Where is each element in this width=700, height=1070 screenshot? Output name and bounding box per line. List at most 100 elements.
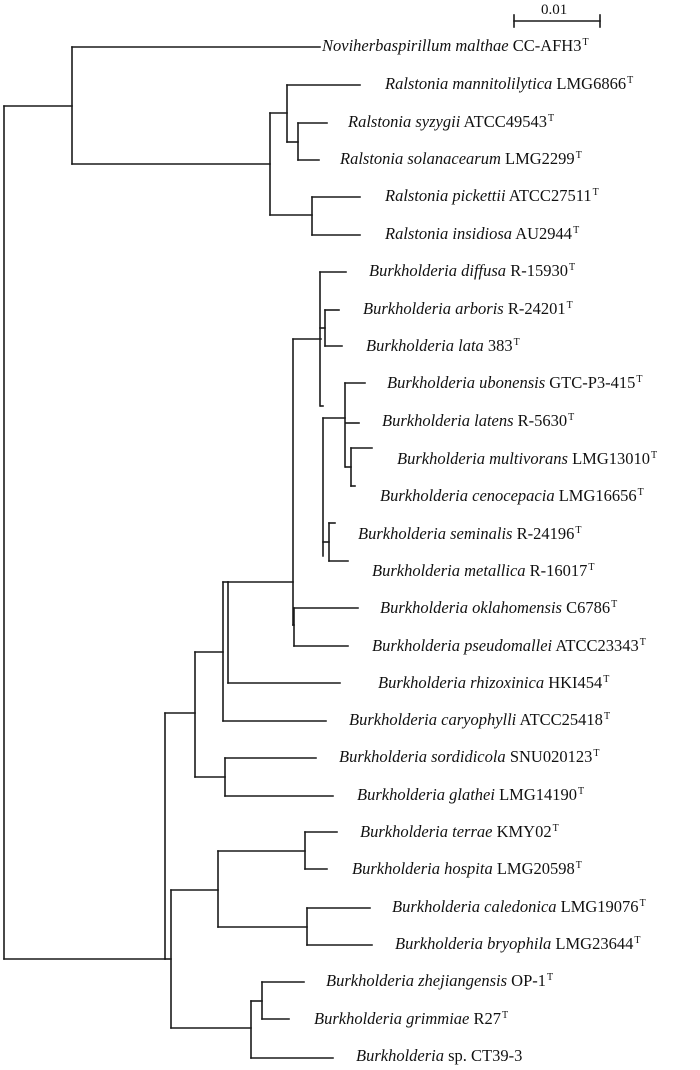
type-strain-marker: T [636, 373, 643, 385]
tree-branches [3, 46, 373, 1059]
taxon-genus: Ralstonia [385, 185, 449, 205]
taxon-strain: GTC-P3-415 [549, 372, 636, 392]
taxon-epithet: hospita [444, 858, 493, 878]
taxon-label-bsem: Burkholderia seminalis R-24196T [358, 523, 582, 543]
type-strain-marker: T [573, 224, 580, 236]
taxon-genus: Burkholderia [352, 858, 440, 878]
taxon-label-blte: Burkholderia latens R-5630T [382, 410, 574, 430]
taxon-epithet: pseudomallei [464, 635, 553, 655]
taxon-strain: OP-1 [511, 970, 547, 990]
taxon-epithet: zhejiangensis [418, 970, 508, 990]
taxon-strain: SNU020123 [509, 746, 593, 766]
type-strain-marker: T [566, 299, 573, 311]
taxon-strain: CC-AFH3 [512, 35, 582, 55]
taxon-strain: R-16017 [529, 560, 588, 580]
taxon-genus: Ralstonia [348, 111, 412, 131]
taxon-strain: ATCC27511 [508, 185, 592, 205]
taxon-strain: HKI454 [548, 672, 603, 692]
taxon-epithet: syzygii [415, 111, 461, 131]
taxon-genus: Burkholderia [369, 260, 457, 280]
type-strain-marker: T [547, 971, 554, 983]
taxon-label-bsp: Burkholderia sp. CT39-3 [356, 1045, 522, 1065]
type-strain-marker: T [513, 336, 520, 348]
taxon-strain: R-24196 [516, 523, 575, 543]
taxon-label-bmet: Burkholderia metallica R-16017T [372, 560, 595, 580]
taxon-label-bcar: Burkholderia caryophylli ATCC25418T [349, 709, 611, 729]
type-strain-marker: T [575, 524, 582, 536]
taxon-label-bgri: Burkholderia grimmiae R27T [314, 1008, 508, 1028]
taxon-epithet: bryophila [487, 933, 552, 953]
taxon-epithet: seminalis [450, 523, 513, 543]
taxon-epithet: terrae [452, 821, 493, 841]
taxon-epithet: malthae [455, 35, 509, 55]
taxon-genus: Burkholderia [397, 448, 485, 468]
taxon-genus: Burkholderia [395, 933, 483, 953]
taxon-strain: ATCC49543 [463, 111, 547, 131]
taxon-epithet: grimmiae [406, 1008, 470, 1028]
taxon-label-bdif: Burkholderia diffusa R-15930T [369, 260, 575, 280]
taxon-strain: R-15930 [510, 260, 568, 280]
taxon-genus: Burkholderia [380, 597, 468, 617]
type-strain-marker: T [611, 598, 618, 610]
taxon-epithet: oklahomensis [472, 597, 562, 617]
scale-bar-label: 0.01 [541, 2, 568, 18]
taxon-label-bpse: Burkholderia pseudomallei ATCC23343T [372, 635, 646, 655]
type-strain-marker: T [588, 561, 595, 573]
type-strain-marker: T [634, 934, 641, 946]
taxon-epithet: caryophylli [441, 709, 517, 729]
taxon-strain: 383 [487, 335, 513, 355]
taxon-label-bbry: Burkholderia bryophila LMG23644T [395, 933, 641, 953]
taxon-label-rins: Ralstonia insidiosa AU2944T [385, 223, 580, 243]
taxon-genus: Burkholderia [378, 672, 466, 692]
scale-bar [513, 14, 601, 28]
taxon-genus: Burkholderia [358, 523, 446, 543]
taxon-strain: ATCC25418 [519, 709, 603, 729]
taxon-genus: Burkholderia [326, 970, 414, 990]
type-strain-marker: T [575, 149, 582, 161]
type-strain-marker: T [637, 486, 644, 498]
taxon-genus: Burkholderia [363, 298, 451, 318]
type-strain-marker: T [552, 822, 559, 834]
taxon-epithet: sordidicola [431, 746, 506, 766]
taxon-label-bsor: Burkholderia sordidicola SNU020123T [339, 746, 599, 766]
taxon-label-bokl: Burkholderia oklahomensis C6786T [380, 597, 618, 617]
taxon-strain: KMY02 [496, 821, 552, 841]
taxon-strain: LMG23644 [555, 933, 634, 953]
taxon-label-novi: Noviherbaspirillum malthae CC-AFH3T [322, 35, 589, 55]
taxon-label-rman: Ralstonia mannitolilytica LMG6866T [385, 73, 633, 93]
type-strain-marker: T [639, 897, 646, 909]
taxon-label-bter: Burkholderia terrae KMY02T [360, 821, 559, 841]
taxon-strain: R-5630 [517, 410, 568, 430]
taxon-epithet: cenocepacia [472, 485, 555, 505]
taxon-strain: R-24201 [507, 298, 566, 318]
type-strain-marker: T [582, 36, 589, 48]
taxon-strain: LMG6866 [556, 73, 627, 93]
taxon-label-blat: Burkholderia lata 383T [366, 335, 520, 355]
taxon-label-bzhe: Burkholderia zhejiangensis OP-1T [326, 970, 554, 990]
taxon-label-bubo: Burkholderia ubonensis GTC-P3-415T [387, 372, 643, 392]
taxon-epithet: metallica [464, 560, 526, 580]
type-strain-marker: T [651, 449, 658, 461]
taxon-strain: LMG16656 [558, 485, 637, 505]
taxon-genus: Burkholderia [387, 372, 475, 392]
taxon-label-rsyz: Ralstonia syzygii ATCC49543T [348, 111, 554, 131]
taxon-epithet: diffusa [461, 260, 507, 280]
taxon-epithet: arboris [455, 298, 504, 318]
type-strain-marker: T [603, 710, 611, 722]
type-strain-marker: T [575, 859, 582, 871]
taxon-genus: Burkholderia [366, 335, 454, 355]
taxon-label-rpic: Ralstonia pickettii ATCC27511T [385, 185, 599, 205]
taxon-genus: Burkholderia [314, 1008, 402, 1028]
taxon-strain: ATCC23343 [555, 635, 639, 655]
taxon-epithet: latens [474, 410, 514, 430]
taxon-strain: LMG19076 [560, 896, 639, 916]
taxon-genus: Burkholderia [356, 1045, 444, 1065]
taxon-strain: C6786 [566, 597, 611, 617]
taxon-strain: LMG14190 [499, 784, 577, 804]
taxon-label-bmul: Burkholderia multivorans LMG13010T [397, 448, 658, 468]
taxon-epithet: pickettii [452, 185, 506, 205]
taxon-label-rsol: Ralstonia solanacearum LMG2299T [340, 149, 582, 168]
taxon-strain: LMG20598 [496, 858, 575, 878]
taxon-genus: Ralstonia [385, 223, 449, 243]
